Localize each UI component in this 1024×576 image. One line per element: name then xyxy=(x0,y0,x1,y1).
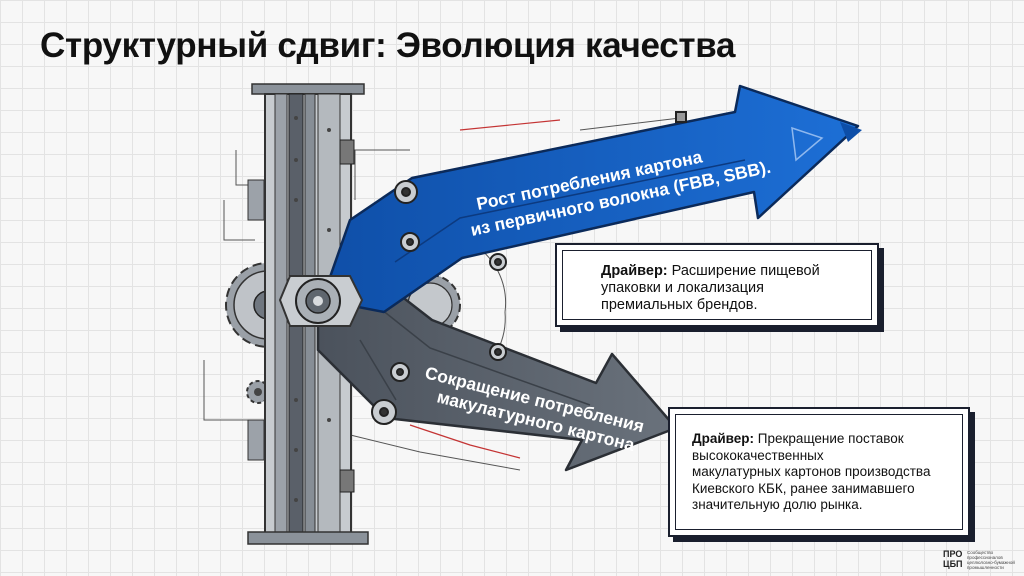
driver-text-line: Расширение пищевой xyxy=(667,263,820,279)
driver-text-line: упаковки и локализация xyxy=(601,280,764,296)
driver-callout-top: Драйвер: Расширение пищевой упаковки и л… xyxy=(555,243,879,327)
logo-line1: ПРО xyxy=(943,549,963,559)
driver-text-line: премиальных брендов. xyxy=(601,297,758,313)
driver-callout-bottom: Драйвер: Прекращение поставок высококаче… xyxy=(668,407,970,537)
driver-text-line: значительную долю рынка. xyxy=(692,497,863,512)
increase-arrow xyxy=(320,84,862,314)
driver-label: Драйвер: xyxy=(692,431,755,446)
driver-text-line: макулатурных картонов производства xyxy=(692,464,931,479)
driver-text-line: Киевского КБК, ранее занимавшего xyxy=(692,480,915,496)
driver-text-line: Прекращение поставок xyxy=(754,431,904,446)
logo-tagline: Сообщество профессионалов целлюлозно-бум… xyxy=(967,550,1015,570)
driver-label: Драйвер: xyxy=(601,263,668,279)
pivot-hub-icon xyxy=(278,275,364,327)
driver-text-line: высококачественных xyxy=(692,447,824,463)
page-title: Структурный сдвиг: Эволюция качества xyxy=(40,26,736,65)
pin-icons xyxy=(371,111,687,425)
logo-line2: ЦБП xyxy=(943,559,963,569)
